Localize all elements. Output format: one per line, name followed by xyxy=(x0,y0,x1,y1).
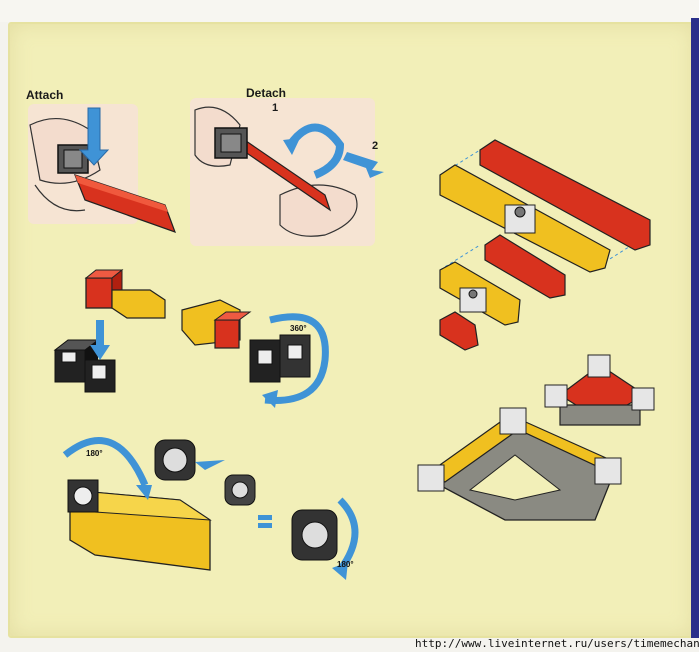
triangle-frame-illustration xyxy=(544,354,655,426)
source-url: http://www.liveinternet.ru/users/timemec… xyxy=(415,637,699,650)
detach-label: Detach xyxy=(246,86,287,100)
connector-attach-illustration xyxy=(53,268,166,393)
rotation-180-piece-illustration xyxy=(154,439,359,580)
rotation-360-label: 360° xyxy=(290,324,307,333)
rotation-180-label-right: 180° xyxy=(337,560,354,569)
detach-illustration xyxy=(190,98,384,246)
rotation-180-rail-illustration xyxy=(62,437,212,571)
page-top-margin xyxy=(0,0,699,22)
rails-illustration xyxy=(439,139,651,351)
step-2-label: 2 xyxy=(372,140,379,152)
attach-illustration xyxy=(28,104,177,233)
book-edge xyxy=(691,18,699,638)
rotation-180-label-left: 180° xyxy=(86,449,103,458)
square-frame-illustration xyxy=(417,407,622,521)
attach-label: Attach xyxy=(26,88,64,102)
rotation-360-illustration xyxy=(181,299,329,408)
step-1-label: 1 xyxy=(272,102,279,114)
